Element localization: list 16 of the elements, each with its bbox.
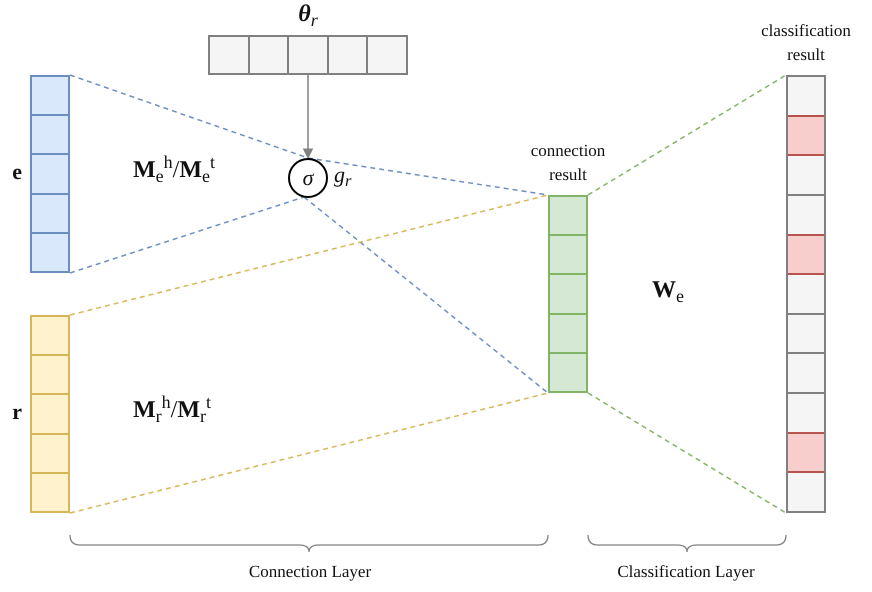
dashed-line xyxy=(70,196,304,274)
dashed-line xyxy=(70,194,548,316)
layer-label: Classification Layer xyxy=(616,563,756,580)
layer-label: Connection Layer xyxy=(248,563,372,580)
dashed-line xyxy=(70,392,548,514)
arrow xyxy=(302,75,314,160)
vector-label: θ$_{r}$ xyxy=(297,2,319,26)
dashed-line xyxy=(588,392,786,514)
vector-label: connection result xyxy=(530,140,606,186)
vector-label: r xyxy=(12,401,22,423)
matrix-label: W$_{e}$ xyxy=(652,278,684,302)
vector-label: classification result xyxy=(760,20,852,66)
dashed-line xyxy=(304,196,548,394)
dashed-line xyxy=(588,74,786,196)
gate-label: g$_{r}$ xyxy=(334,164,352,186)
vector-label: e xyxy=(12,161,22,183)
